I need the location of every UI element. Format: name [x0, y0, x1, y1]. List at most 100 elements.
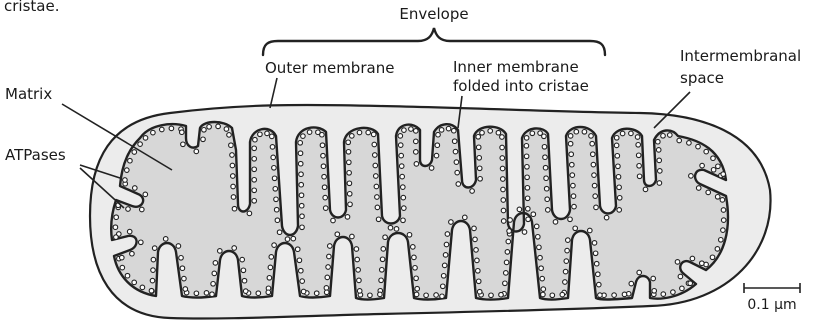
atpase-particle: [151, 268, 156, 273]
atpase-particle: [571, 183, 576, 188]
atpase-particle: [474, 248, 479, 253]
atpase-particle: [434, 293, 439, 298]
atpase-particle: [114, 215, 119, 220]
atpase-particle: [143, 192, 148, 197]
atpase-particle: [574, 129, 579, 134]
atpase-particle: [120, 255, 125, 260]
atpase-particle: [700, 261, 705, 266]
atpase-particle: [661, 292, 666, 297]
atpase-particle: [721, 208, 726, 213]
atpase-particle: [194, 149, 199, 154]
atpase-particle: [269, 255, 274, 260]
inner-membrane-label-line2: folded into cristae: [453, 77, 589, 95]
atpase-particle: [508, 218, 513, 223]
atpase-particle: [721, 218, 726, 223]
atpase-particle: [636, 143, 641, 148]
atpase-particle: [671, 290, 676, 295]
atpase-particle: [252, 178, 257, 183]
atpase-particle: [444, 242, 449, 247]
atpase-particle: [300, 279, 305, 284]
atpase-particle: [604, 215, 609, 220]
atpase-particle: [252, 199, 257, 204]
atpase-particle: [710, 255, 715, 260]
atpase-particle: [271, 155, 276, 160]
atpase-particle: [252, 188, 257, 193]
atpase-particle: [152, 246, 157, 251]
atpase-particle: [453, 149, 458, 154]
atpase-particle: [597, 282, 602, 287]
envelope-brace: [263, 28, 605, 55]
atpase-particle: [347, 181, 352, 186]
atpase-particle: [114, 235, 119, 240]
atpase-particle: [715, 247, 720, 252]
scale-bar-label: 0.1 µm: [747, 297, 796, 313]
atpase-particle: [388, 225, 393, 230]
atpase-particle: [500, 135, 505, 140]
atpase-particle: [218, 249, 223, 254]
atpase-particle: [522, 230, 527, 235]
atpase-particle: [299, 203, 304, 208]
atpase-particle: [231, 195, 236, 200]
atpase-particle: [267, 276, 272, 281]
atpase-particle: [500, 145, 505, 150]
atpase-particle: [592, 173, 597, 178]
atpase-particle: [500, 166, 505, 171]
atpase-particle: [434, 153, 439, 158]
atpase-particle: [300, 225, 305, 230]
atpase-particle: [202, 128, 207, 133]
atpase-particle: [314, 291, 319, 296]
atpase-particle: [323, 195, 328, 200]
atpase-particle: [614, 136, 619, 141]
atpase-particle: [275, 218, 280, 223]
atpase-particle: [449, 220, 454, 225]
atpase-particle: [696, 144, 701, 149]
atpase-particle: [402, 206, 407, 211]
atpase-particle: [348, 202, 353, 207]
atpase-particle: [381, 247, 386, 252]
atpase-particle: [700, 163, 705, 168]
atpase-particle: [357, 289, 362, 294]
atpase-particle: [356, 268, 361, 273]
atpase-particle: [506, 239, 511, 244]
atpase-particle: [566, 238, 571, 243]
atpase-particle: [307, 130, 312, 135]
atpase-particle: [541, 292, 546, 297]
atpase-particle: [380, 268, 385, 273]
atpase-particle: [272, 243, 277, 248]
atpase-particle: [443, 253, 448, 258]
atpase-particle: [299, 193, 304, 198]
atpase-particle: [322, 185, 327, 190]
atpase-particle: [440, 294, 445, 299]
atpase-particle: [375, 205, 380, 210]
atpase-particle: [327, 254, 332, 259]
atpase-particle: [123, 178, 128, 183]
atpase-particle: [572, 204, 577, 209]
atpase-particle: [227, 133, 232, 138]
atpase-particle: [568, 217, 573, 222]
atpase-particle: [127, 229, 132, 234]
atpase-particle: [688, 281, 693, 286]
atpase-particle: [253, 137, 258, 142]
atpase-particle: [615, 154, 620, 159]
atpase-particle: [414, 139, 419, 144]
atpase-particle: [181, 142, 186, 147]
atpase-particle: [372, 142, 377, 147]
atpase-particle: [503, 281, 508, 286]
atpase-particle: [478, 177, 483, 182]
atpase-particle: [568, 134, 573, 139]
atpase-particle: [565, 248, 570, 253]
atpase-particle: [436, 132, 441, 137]
atpase-particle: [454, 160, 459, 165]
atpase-particle: [270, 134, 275, 139]
atpase-particle: [501, 208, 506, 213]
atpase-particle: [668, 133, 673, 138]
atpase-particle: [411, 245, 416, 250]
atpase-particle: [266, 290, 271, 295]
atpase-particle: [657, 158, 662, 163]
atpase-particle: [230, 163, 235, 168]
atpase-particle: [441, 274, 446, 279]
atpase-particle: [612, 293, 617, 298]
atpase-particle: [113, 225, 118, 230]
atpase-particle: [321, 164, 326, 169]
atpase-particle: [201, 137, 206, 142]
